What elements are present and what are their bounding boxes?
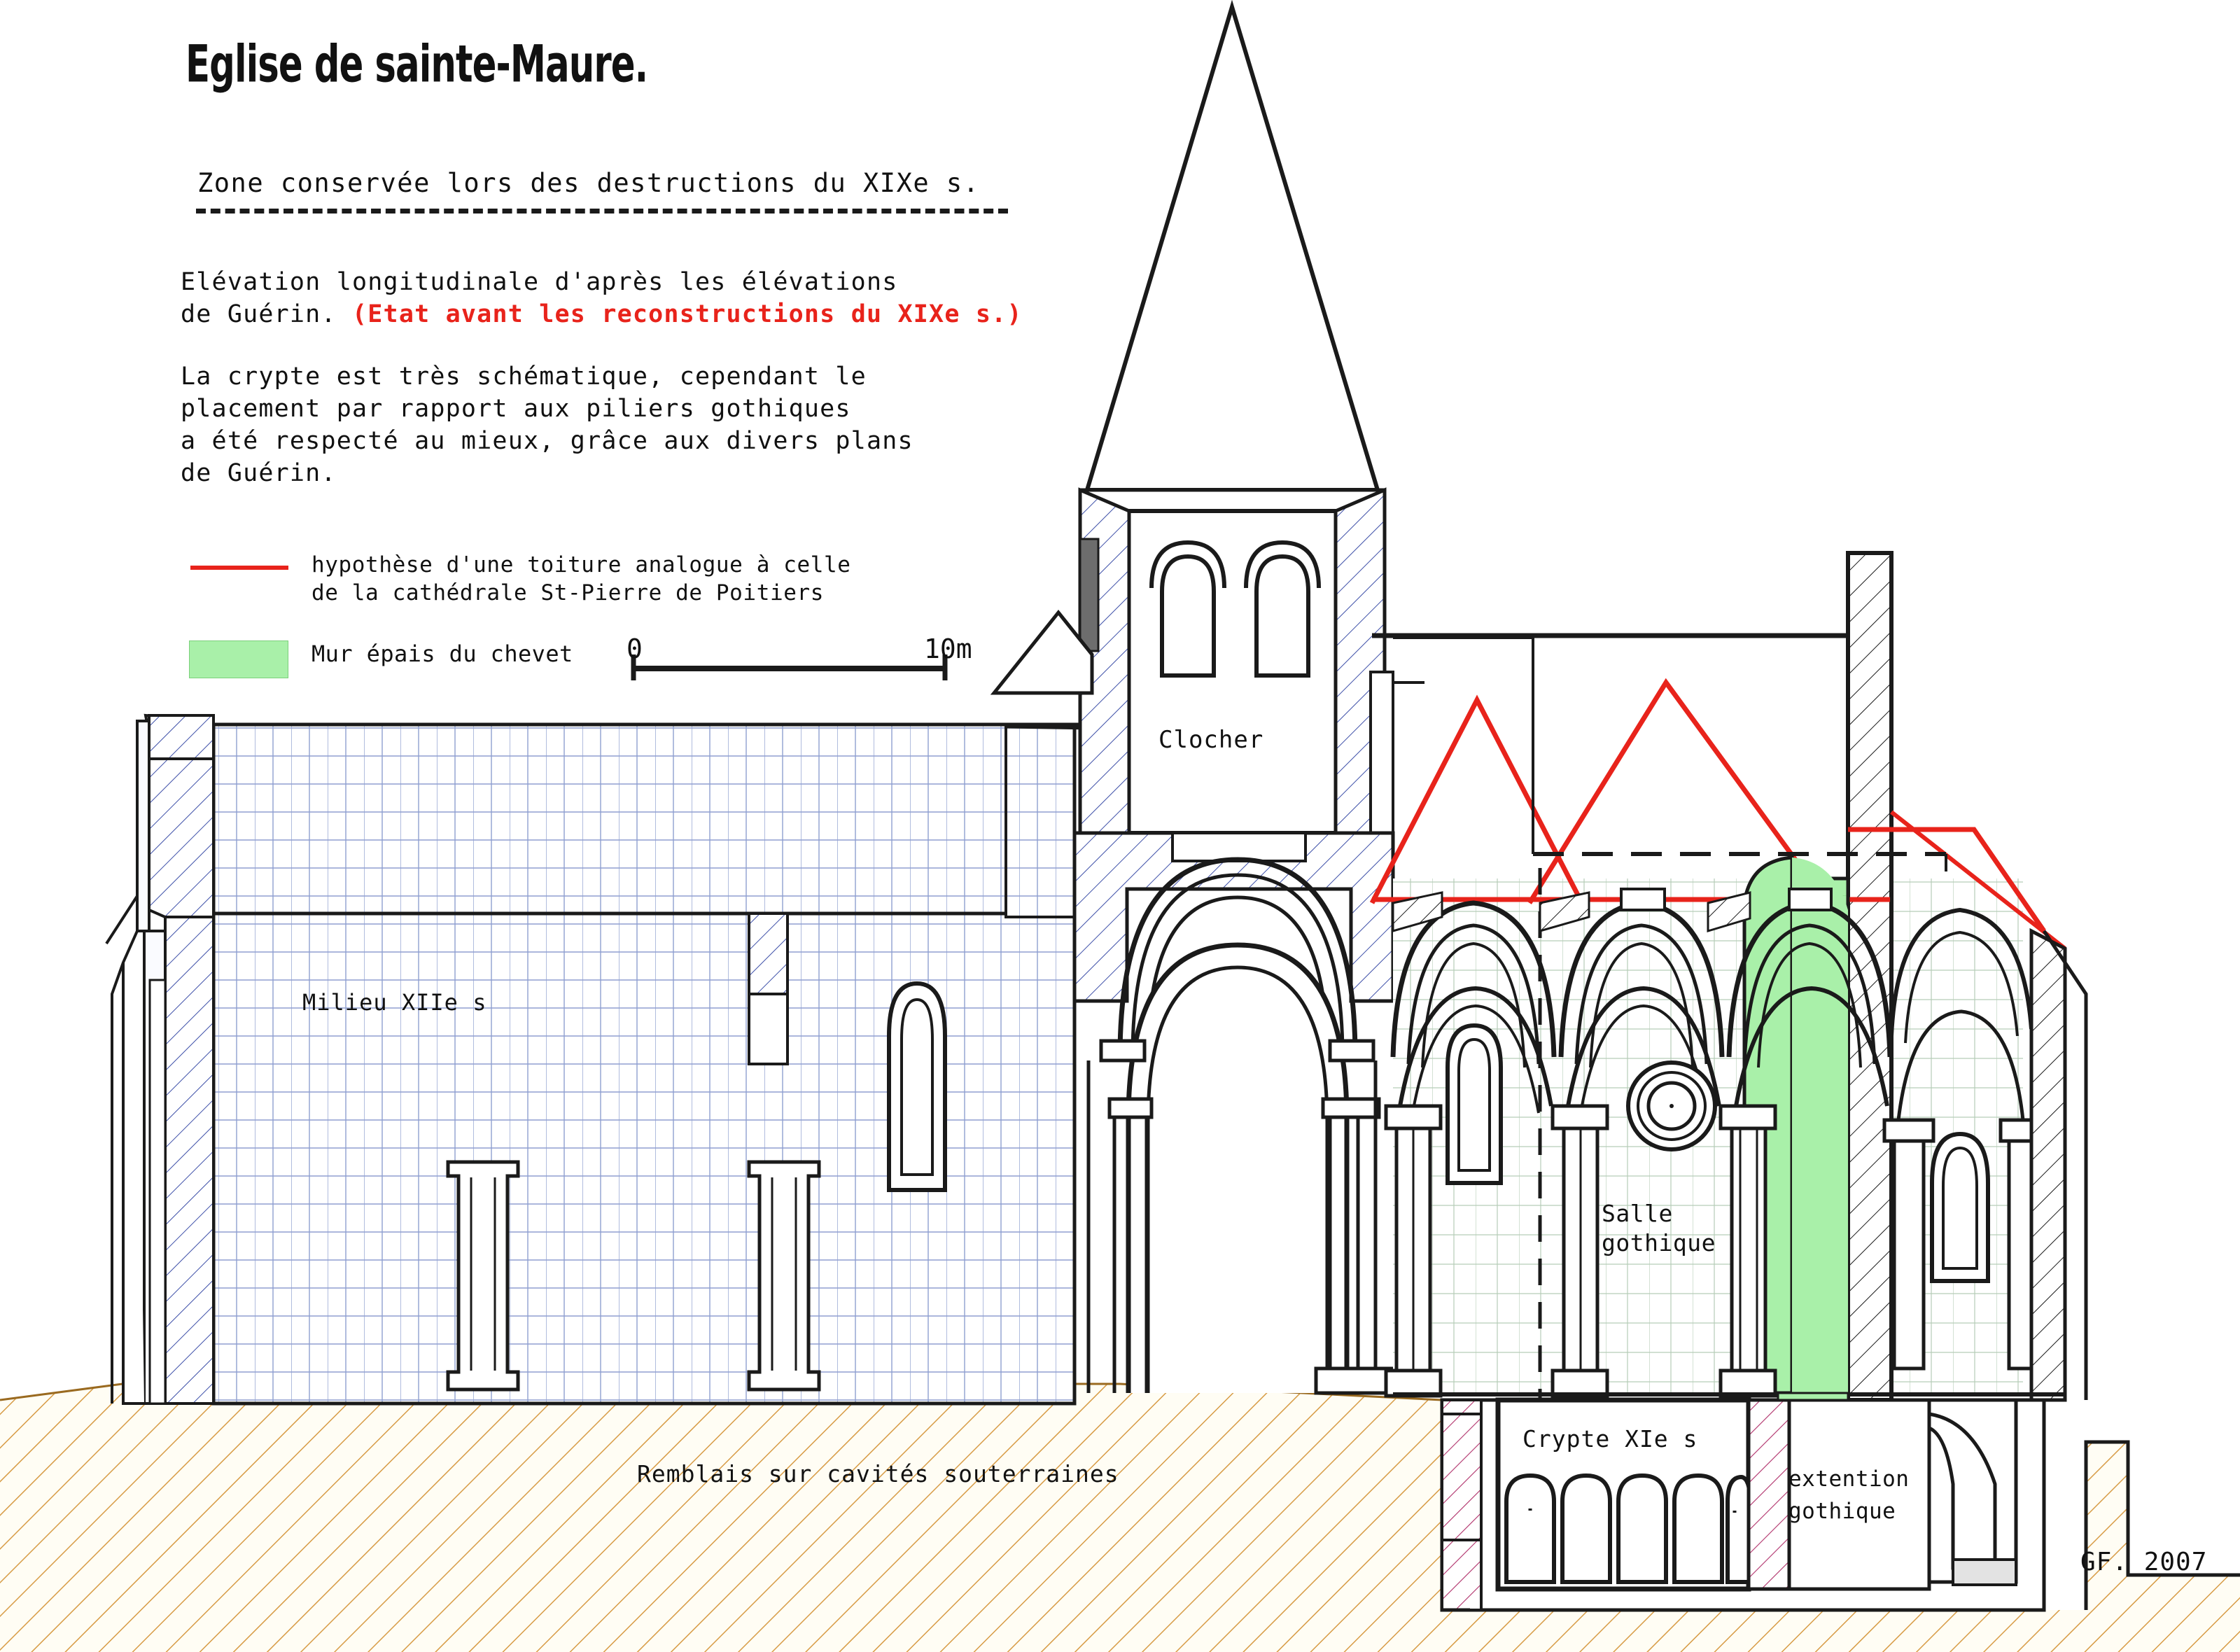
subtitle: Zone conservée lors des destructions du …: [197, 168, 980, 198]
crypt-section: [1440, 1397, 2046, 1612]
vault-bay-3: [1726, 888, 1893, 1107]
subtitle-underline: [196, 209, 1008, 214]
label-salle-gothique: Salle gothique: [1602, 1200, 1716, 1256]
gothic-column-1: [1384, 1104, 1443, 1398]
gothic-column-2: [1550, 1104, 1609, 1398]
label-extention-gothique: extention gothique: [1788, 1466, 1910, 1524]
bell-opening-left: [1149, 540, 1226, 678]
scale-end-label: 10m: [924, 634, 972, 664]
page-title: Eglise de sainte-Maure.: [186, 34, 648, 94]
note-crypt-schematic: La crypte est très schématique, cependan…: [181, 363, 913, 487]
gothic-hall: [1369, 551, 2088, 1407]
legend-roof-label: hypothèse d'une toiture analogue à celle…: [312, 552, 851, 606]
legend-wall-swatch: [189, 640, 288, 678]
label-remblais: Remblais sur cavités souterraines: [637, 1460, 1119, 1488]
note-elevation-red: (Etat avant les reconstructions du XIXe …: [352, 300, 1023, 328]
legend-roof-swatch: [190, 566, 288, 570]
apse-bay: [1882, 907, 2088, 1402]
crossing-section: [1072, 831, 1395, 1395]
label-crypte-xie: Crypte XIe s: [1522, 1425, 1698, 1452]
label-clocher: Clocher: [1158, 726, 1264, 754]
oculus-window: [1626, 1060, 1717, 1152]
note-elevation-black: Elévation longitudinale d'après les élév…: [181, 268, 898, 328]
scale-bar: [631, 654, 948, 680]
west-wall-section: [105, 713, 215, 1405]
vault-bay-2: [1539, 888, 1725, 1114]
crypt-arcade: [1504, 1473, 1752, 1584]
label-milieu-xiie: Milieu XIIe s: [302, 989, 487, 1016]
scale-start-label: 0: [626, 634, 643, 664]
legend-wall-label: Mur épais du chevet: [312, 640, 573, 667]
note-elevation-source: Elévation longitudinale d'après les élév…: [181, 266, 1023, 330]
gothic-column-3: [1718, 1104, 1777, 1398]
nave-body: [105, 713, 1094, 1406]
bell-opening-right: [1244, 540, 1321, 678]
nave-column-2: [747, 1160, 821, 1392]
nave-column-1: [446, 1160, 520, 1392]
vault-bay-1: [1390, 891, 1557, 1114]
choir-lancet-window: [1446, 1023, 1503, 1185]
nave-lancet-window: [887, 981, 947, 1192]
signature: GF. 2007: [2080, 1548, 2208, 1576]
bell-tower: [990, 0, 1424, 835]
